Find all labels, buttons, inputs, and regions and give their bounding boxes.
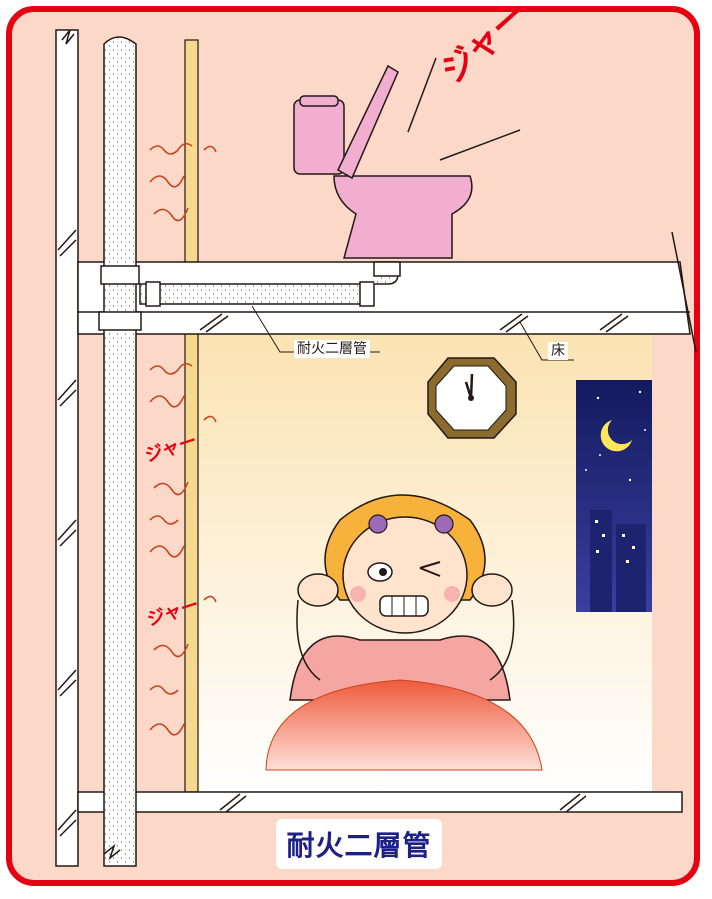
pipe-label: 耐火二層管	[294, 340, 370, 358]
noise-lines	[149, 142, 217, 736]
night-window	[576, 380, 652, 612]
diagram-title: 耐火二層管	[276, 819, 442, 869]
flush-motion-lines	[407, 57, 521, 161]
blanket	[265, 679, 543, 771]
branch-pipe	[139, 261, 401, 307]
floor-label: 床	[548, 342, 568, 360]
inner-wall-strip	[184, 39, 199, 793]
moon-icon	[600, 420, 632, 452]
toilet-illustration	[293, 64, 473, 259]
wall-clock	[427, 357, 517, 439]
upper-floor-slab	[77, 231, 697, 353]
lower-floor-slab	[77, 791, 683, 813]
girl-covering-ears	[289, 494, 515, 701]
vertical-pipe	[98, 36, 142, 867]
left-wall	[55, 29, 79, 867]
